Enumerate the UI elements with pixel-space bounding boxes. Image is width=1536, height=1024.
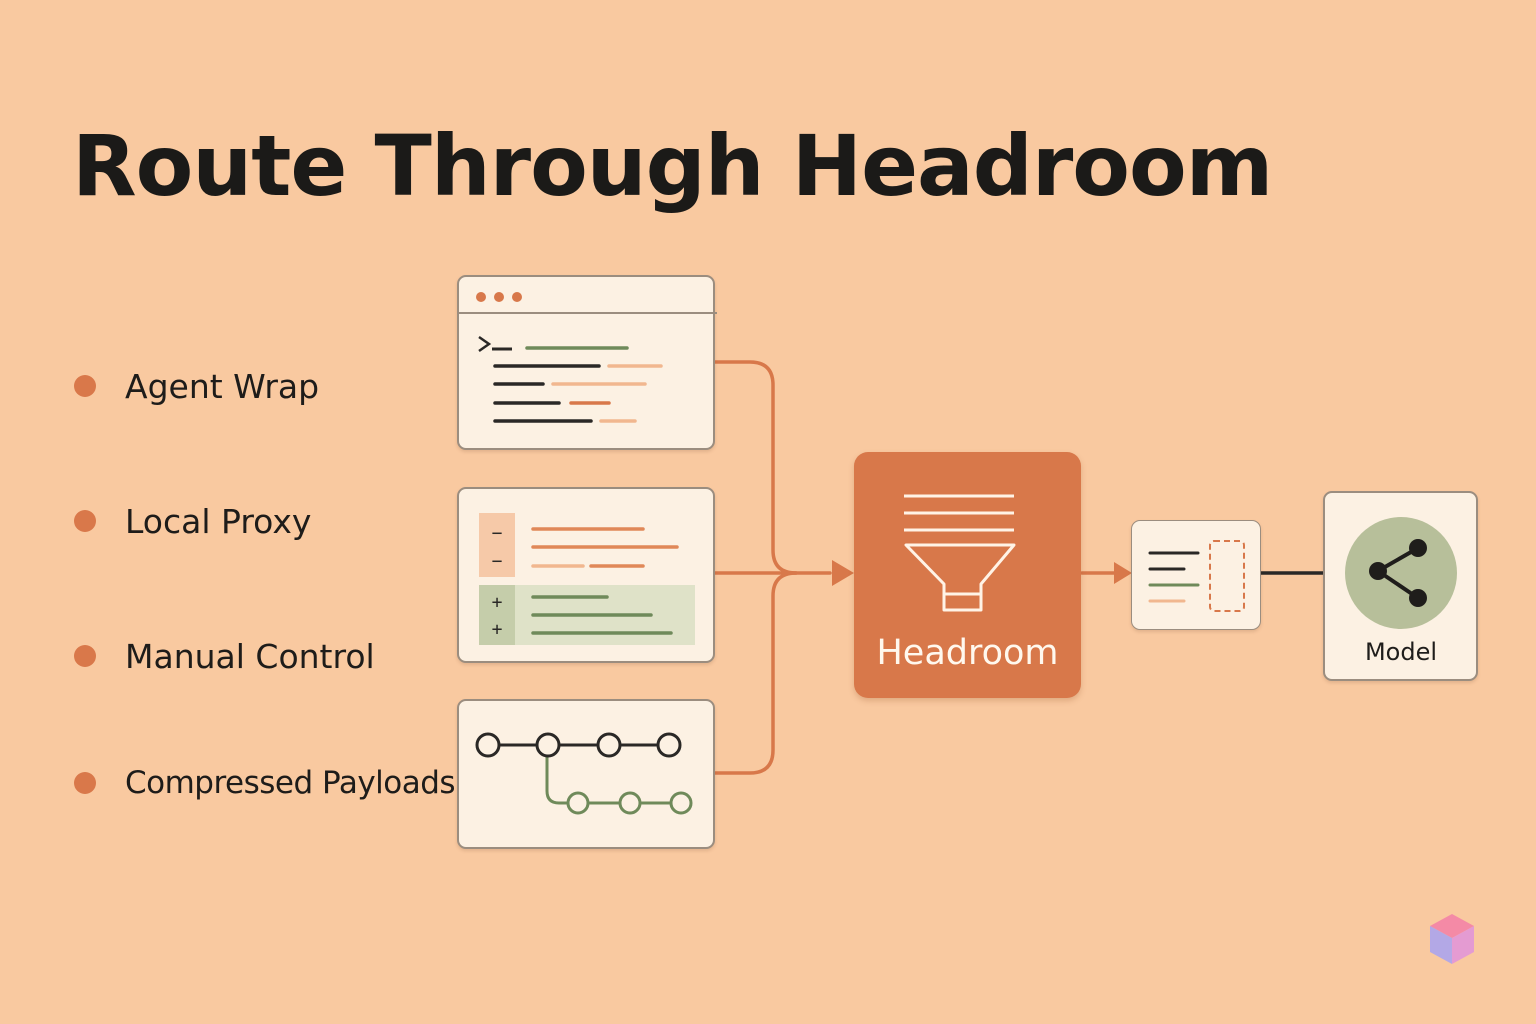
share-nodes-icon bbox=[1345, 517, 1457, 629]
diff-plus-symbol: + bbox=[492, 619, 503, 640]
output-card bbox=[1131, 520, 1261, 630]
route-item-manual-control: Manual Control bbox=[74, 636, 375, 676]
hub-label: Headroom bbox=[876, 633, 1059, 673]
commit-node-icon bbox=[669, 791, 693, 815]
cube-logo-icon bbox=[1430, 914, 1474, 964]
arrowhead-icon bbox=[1114, 562, 1132, 584]
window-dot-icon bbox=[476, 292, 486, 302]
git-branch-icon bbox=[475, 732, 693, 815]
connector-graph bbox=[712, 571, 798, 775]
git-graph-card bbox=[457, 699, 715, 849]
model-card bbox=[1323, 491, 1478, 681]
model-label: Model bbox=[1364, 638, 1438, 666]
diff-plus-symbol: + bbox=[492, 592, 503, 613]
commit-node-icon bbox=[596, 732, 622, 758]
route-label: Manual Control bbox=[125, 636, 375, 676]
page-title: Route Through Headroom bbox=[72, 117, 1273, 215]
diff-card: − − + + bbox=[457, 487, 715, 663]
route-item-agent-wrap: Agent Wrap bbox=[74, 366, 319, 406]
bullet-dot-icon bbox=[74, 510, 96, 532]
commit-node-icon bbox=[535, 732, 561, 758]
commit-node-icon bbox=[656, 732, 682, 758]
headroom-hub bbox=[854, 452, 1081, 698]
window-dot-icon bbox=[512, 292, 522, 302]
commit-node-icon bbox=[475, 732, 501, 758]
commit-node-icon bbox=[618, 791, 642, 815]
route-item-compressed-payloads: Compressed Payloads bbox=[74, 763, 456, 803]
route-label: Agent Wrap bbox=[125, 366, 320, 406]
route-item-local-proxy: Local Proxy bbox=[74, 501, 311, 541]
bullet-dot-icon bbox=[74, 375, 96, 397]
compressed-document-icon bbox=[1148, 540, 1245, 612]
arrowhead-icon bbox=[832, 560, 854, 586]
diff-minus-symbol: − bbox=[492, 523, 503, 544]
terminal-icon bbox=[459, 292, 717, 423]
terminal-card bbox=[457, 275, 717, 450]
route-label: Local Proxy bbox=[125, 501, 312, 541]
commit-node-icon bbox=[566, 791, 590, 815]
window-dot-icon bbox=[494, 292, 504, 302]
funnel-icon bbox=[904, 494, 1016, 612]
bullet-dot-icon bbox=[74, 772, 96, 794]
diff-minus-symbol: − bbox=[492, 551, 503, 572]
prompt-chevron-icon bbox=[478, 335, 492, 353]
bullet-dot-icon bbox=[74, 645, 96, 667]
route-label: Compressed Payloads bbox=[125, 765, 456, 801]
diff-icon: − − + + bbox=[479, 513, 695, 645]
connector-terminal bbox=[712, 360, 798, 575]
